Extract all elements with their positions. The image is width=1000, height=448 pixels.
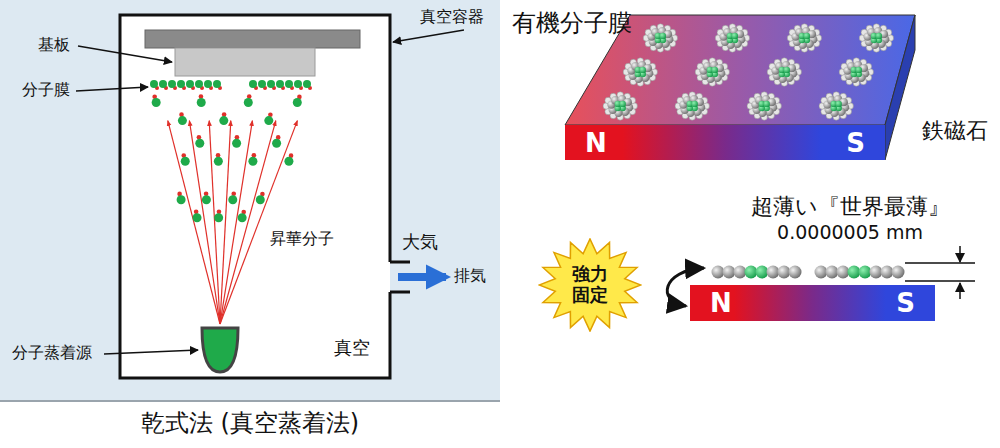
molecule-atom xyxy=(789,266,802,279)
substrate-holder xyxy=(145,30,360,48)
sublimed-molecule xyxy=(193,210,202,223)
film-molecule xyxy=(168,80,176,88)
pole-letter: N xyxy=(710,290,732,316)
film-molecule xyxy=(267,80,275,88)
film-molecule xyxy=(294,80,302,88)
organic-molecule xyxy=(819,92,853,120)
sublimed-molecule xyxy=(214,209,223,222)
film-molecule xyxy=(303,80,311,88)
film-molecule xyxy=(249,80,257,88)
part-label: 大気 xyxy=(402,232,438,253)
sublimed-molecule xyxy=(284,153,293,165)
sublimed-molecule xyxy=(293,95,302,107)
pole-letter: N xyxy=(585,130,607,156)
panel-ground xyxy=(0,0,500,400)
part-label: 有機分子膜 xyxy=(512,10,632,38)
molecular-film xyxy=(150,80,312,90)
film-molecule xyxy=(186,80,194,88)
sublimed-molecule xyxy=(238,210,247,223)
film-molecule xyxy=(195,80,203,88)
magnet-front-face: NS xyxy=(565,125,885,160)
part-label: 真空容器 xyxy=(420,8,484,26)
film-molecule xyxy=(204,80,212,88)
part-label: 鉄磁石 xyxy=(922,118,988,143)
dimension-line xyxy=(905,263,975,281)
sublimation-ray xyxy=(189,121,220,324)
sublimed-molecule xyxy=(272,135,281,148)
part-label: 超薄い『世界最薄』 xyxy=(751,194,950,219)
part-label: 分子蒸着源 xyxy=(12,344,92,362)
sublimation-ray xyxy=(209,121,220,324)
sublimed-molecule xyxy=(195,135,204,148)
sublimed-molecule xyxy=(181,153,190,166)
sublimed-molecule xyxy=(177,192,186,205)
part-label: 基板 xyxy=(38,36,70,54)
leader-line xyxy=(104,350,198,354)
badge-text: 強力固定 xyxy=(570,264,610,305)
part-label: 分子膜 xyxy=(22,81,70,99)
vacuum-chamber xyxy=(120,15,390,378)
dimension-arrow xyxy=(959,246,961,262)
sublimed-molecule xyxy=(219,112,228,125)
organic-molecule xyxy=(603,92,637,120)
organic-molecule xyxy=(859,24,893,52)
organic-molecule xyxy=(839,58,873,86)
sublimed-molecule xyxy=(244,94,253,107)
caption: 乾式法 (真空蒸着法) xyxy=(141,410,359,438)
film-molecule xyxy=(285,80,293,88)
organic-molecule xyxy=(643,24,677,52)
film-molecule xyxy=(159,80,167,88)
molecule-side-view xyxy=(712,266,905,279)
sublimation-rays xyxy=(152,94,302,324)
organic-molecule xyxy=(675,92,709,120)
film-molecule xyxy=(276,80,284,88)
film-molecule xyxy=(150,80,158,88)
sublimed-molecule xyxy=(256,192,265,204)
starburst-badge: 強力固定 xyxy=(538,238,642,332)
pole-letter: S xyxy=(896,290,915,316)
panel-rule xyxy=(0,400,500,402)
film-molecule xyxy=(213,80,221,88)
dimension-arrow xyxy=(959,283,961,299)
sublimed-molecule xyxy=(197,94,206,107)
substrate xyxy=(175,48,315,76)
leader-line xyxy=(76,87,148,91)
sublimation-ray xyxy=(220,121,297,324)
sublimed-molecule xyxy=(232,135,241,148)
pole-letter: S xyxy=(846,130,865,156)
part-label: 真空 xyxy=(334,338,370,359)
part-label: 排気 xyxy=(454,267,486,285)
sublimed-molecule xyxy=(152,94,161,107)
sublimed-molecule xyxy=(264,113,273,126)
organic-molecule xyxy=(623,58,657,86)
leader-line xyxy=(393,30,464,42)
sublimed-molecule xyxy=(214,153,223,166)
sublimed-molecule xyxy=(228,191,237,204)
sublimation-ray xyxy=(220,121,276,324)
organic-molecule xyxy=(695,58,729,86)
sublimed-molecule xyxy=(248,153,257,166)
part-label: 昇華分子 xyxy=(270,230,334,248)
evaporation-source xyxy=(202,328,238,372)
magnet-bar: NS xyxy=(690,285,935,321)
film-molecule xyxy=(177,80,185,88)
sublimation-ray xyxy=(168,121,220,324)
part-label: 0.0000005 mm xyxy=(777,222,923,244)
organic-molecule xyxy=(787,24,821,52)
magnet-side-face xyxy=(885,15,915,160)
organic-molecules xyxy=(603,24,894,120)
organic-molecule xyxy=(715,24,749,52)
sublimed-molecule xyxy=(178,112,187,125)
organic-molecule xyxy=(767,58,801,86)
sublimed-molecule xyxy=(202,191,211,204)
exhaust-arrow xyxy=(398,273,446,281)
leader-line xyxy=(78,46,172,62)
film-molecule xyxy=(258,80,266,88)
organic-molecule xyxy=(747,92,781,120)
molecule-atom xyxy=(892,266,905,279)
